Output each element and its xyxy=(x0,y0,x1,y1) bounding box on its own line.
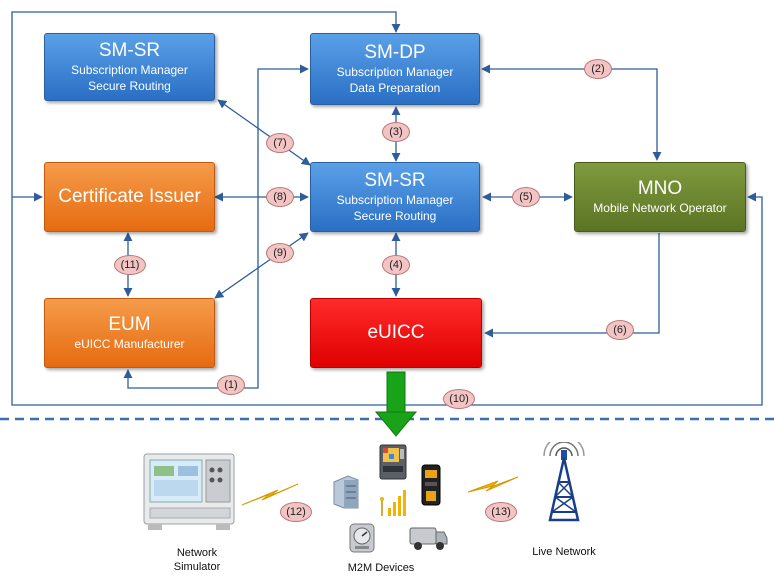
badge-3: (3) xyxy=(382,122,410,142)
badge-7: (7) xyxy=(266,133,294,153)
smdp-line2: Data Preparation xyxy=(349,81,441,95)
eum-title: EUM xyxy=(108,314,151,335)
smdp-title: SM-DP xyxy=(364,42,426,63)
building-icon xyxy=(333,475,359,509)
smsr-center-line2: Secure Routing xyxy=(353,209,437,223)
certificate-issuer-title: Certificate Issuer xyxy=(58,186,201,207)
badge-1: (1) xyxy=(217,375,245,395)
badge-2: (2) xyxy=(584,59,612,79)
eum-line1: eUICC Manufacturer xyxy=(74,337,185,351)
live-network-caption: Live Network xyxy=(532,546,596,558)
badge-12: (12) xyxy=(280,502,312,522)
smdp-box: SM-DP Subscription Manager Data Preparat… xyxy=(310,33,480,105)
network-simulator-caption: Network Simulator xyxy=(173,547,221,573)
download-arrow xyxy=(374,371,418,437)
smsr-top-line1: Subscription Manager xyxy=(71,63,188,77)
euicc-title: eUICC xyxy=(367,322,425,343)
badge-13: (13) xyxy=(485,502,517,522)
m2m-devices-caption: M2M Devices xyxy=(347,562,415,574)
mno-title: MNO xyxy=(637,178,683,199)
badge-8: (8) xyxy=(266,187,294,207)
certificate-issuer-box: Certificate Issuer xyxy=(44,162,215,232)
vending-machine-icon xyxy=(379,444,407,480)
cell-tower-icon xyxy=(543,442,585,522)
badge-10: (10) xyxy=(443,389,475,409)
eum-box: EUM eUICC Manufacturer xyxy=(44,298,215,368)
smdp-line1: Subscription Manager xyxy=(336,65,454,79)
delivery-truck-icon xyxy=(409,527,448,550)
signal-bolt-left xyxy=(241,483,299,506)
smsr-center-title: SM-SR xyxy=(364,170,426,191)
euicc-box: eUICC xyxy=(310,298,482,368)
antenna-icon xyxy=(380,490,406,516)
badge-9: (9) xyxy=(266,243,294,263)
mno-box: MNO Mobile Network Operator xyxy=(574,162,746,232)
badge-6: (6) xyxy=(606,320,634,340)
meter-icon xyxy=(349,523,375,553)
badge-4: (4) xyxy=(382,255,410,275)
atm-icon xyxy=(421,464,441,506)
mno-line1: Mobile Network Operator xyxy=(593,201,727,215)
badge-5: (5) xyxy=(512,187,540,207)
smsr-center-line1: Subscription Manager xyxy=(336,193,454,207)
smsr-top-line2: Secure Routing xyxy=(88,79,171,93)
smsr-top-box: SM-SR Subscription Manager Secure Routin… xyxy=(44,33,215,101)
network-simulator-icon xyxy=(143,453,235,530)
smsr-top-title: SM-SR xyxy=(98,40,161,61)
badge-11: (11) xyxy=(114,255,146,275)
signal-bolt-right xyxy=(467,476,519,493)
smsr-center-box: SM-SR Subscription Manager Secure Routin… xyxy=(310,162,480,232)
